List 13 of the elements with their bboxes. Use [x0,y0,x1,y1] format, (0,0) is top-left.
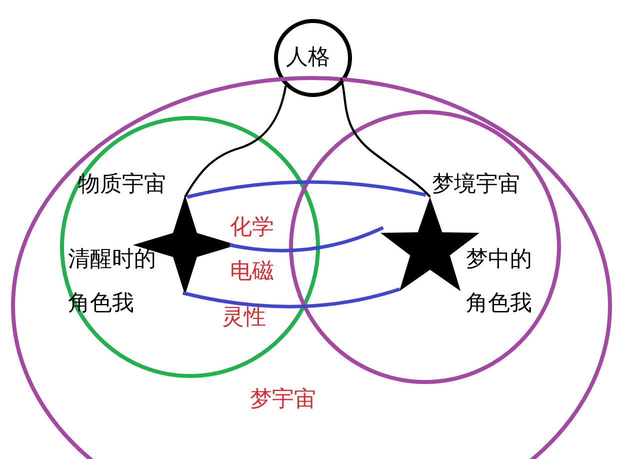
connection-curve [186,180,426,199]
connector-line [340,78,431,198]
universe-label: 物质宇宙 [78,171,166,199]
universe-label: 梦宇宙 [250,386,316,414]
universe-label: 梦境宇宙 [432,171,520,199]
connection-curve [182,287,400,308]
role-caption: 梦中的角色我 [466,246,533,318]
connector-line [184,86,287,198]
circle-label: 人格 [286,44,330,72]
edge-label: 灵性 [222,304,266,332]
connection-curve [229,226,384,252]
edge-label: 电磁 [230,258,274,286]
edge-label: 化学 [230,214,274,242]
